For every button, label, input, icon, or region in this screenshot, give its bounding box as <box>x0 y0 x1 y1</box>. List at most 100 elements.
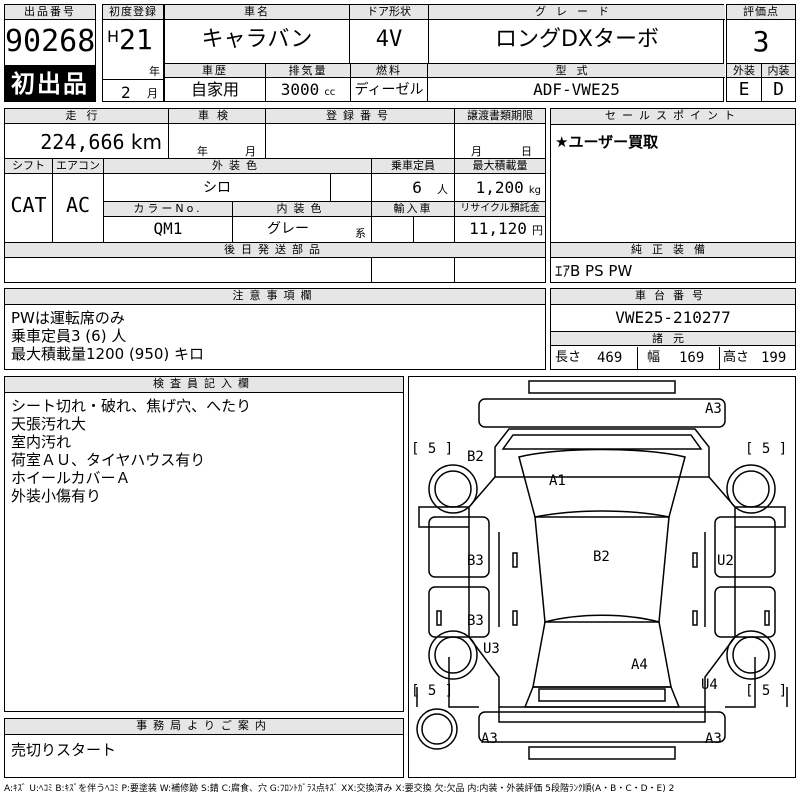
mark-a1-hood: A1 <box>549 473 566 489</box>
recycle-row: 11,120 円 <box>455 217 545 243</box>
model-value: ADF-VWE25 <box>533 80 620 99</box>
interior-grade: D <box>773 79 784 100</box>
damage-diagram: A3 B2 A1 B3 B2 U2 B3 U3 A4 U4 A3 A3 [ 5 … <box>408 376 796 778</box>
month-unit: 月 <box>147 87 158 100</box>
rating-box: 評価点 3 外装 内装 E D <box>726 4 796 102</box>
fuel-label: 燃料 <box>351 64 427 78</box>
displacement-unit: cc <box>324 87 336 98</box>
registration-month: 2 <box>121 83 131 102</box>
exterior-color-label: 外装色 <box>104 159 371 174</box>
inspection-label: 車検 <box>169 109 265 124</box>
mark-a3-front: A3 <box>705 401 722 417</box>
lot-number-label: 出品番号 <box>5 5 95 20</box>
sales-points-label: セールスポイント <box>551 109 795 125</box>
era-label: H <box>107 27 120 46</box>
length-value: 469 <box>597 350 623 366</box>
car-name: キャラバン <box>201 27 313 52</box>
shift-label: シフト <box>5 159 52 174</box>
shift-value: CAT <box>10 193 47 217</box>
inspector-box: 検査員記入欄 シート切れ・破れ、焦げ穴、へたり 天張汚れ大 室内汚れ 荷室ＡＵ、… <box>4 376 404 712</box>
chassis-box: 車台番号 VWE25-210277 諸元 長さ 469 幅 169 高さ 199 <box>550 288 796 370</box>
capacity-row: 6 人 <box>372 175 454 203</box>
sales-points-box: セールスポイント ★ユーザー買取 純正装備 ｴｱB PS PW <box>550 108 796 283</box>
history-label: 車歴 <box>165 64 265 78</box>
inspection-year-unit: 年 <box>197 145 208 158</box>
inspector-label: 検査員記入欄 <box>5 377 403 393</box>
dims-row: 長さ 469 幅 169 高さ 199 <box>551 347 795 369</box>
displacement-row: 3000 cc <box>266 79 350 104</box>
first-registration-box: 初度登録 H 21 年 2 月 <box>102 4 164 102</box>
rating-label: 評価点 <box>727 5 795 20</box>
inspector-line: シート切れ・破れ、焦げ穴、へたり <box>11 397 252 415</box>
color-no-value: QM1 <box>153 219 183 238</box>
registration-year: 21 <box>119 23 153 56</box>
transfer-month-unit: 月 <box>471 145 482 158</box>
capacity-label: 乗車定員 <box>372 159 454 174</box>
chassis-label: 車台番号 <box>551 289 795 305</box>
notes-line: 乗車定員3 (6) 人 <box>11 327 127 345</box>
recycle-unit: 円 <box>532 224 543 237</box>
interior-grade-label: 内装 <box>762 64 795 78</box>
displacement-value: 3000 <box>280 80 320 99</box>
grade-label: グレード <box>429 5 725 20</box>
mileage-row: 224,666 km <box>5 127 168 157</box>
doors-label: ドア形状 <box>350 5 428 20</box>
transfer-day-unit: 日 <box>521 145 532 158</box>
recycle-label: リサイクル預託金 <box>455 202 545 217</box>
mark-a4-rear: A4 <box>631 657 648 673</box>
car-name-label: 車名 <box>165 5 349 20</box>
mark-a3-rear-right: A3 <box>705 731 722 747</box>
interior-color-value: グレー <box>267 221 309 237</box>
capacity-unit: 人 <box>437 183 448 196</box>
mark-u3-left: U3 <box>483 641 500 657</box>
capacity-value: 6 <box>412 178 422 197</box>
inspector-line: 外装小傷有り <box>11 487 102 505</box>
displacement-label: 排気量 <box>266 64 350 78</box>
ac-value: AC <box>65 193 91 217</box>
mileage-unit: km <box>130 130 162 154</box>
car-outline <box>416 380 788 760</box>
exterior-grade: E <box>738 79 750 100</box>
interior-color-unit: 系 <box>355 227 366 240</box>
length-label: 長さ <box>555 350 582 365</box>
first-registration-label: 初度登録 <box>103 5 163 20</box>
width-value: 169 <box>679 350 705 366</box>
mark-b2-roof: B2 <box>593 549 610 565</box>
notes-label: 注意事項欄 <box>5 289 545 305</box>
mark-u4-right: U4 <box>701 677 718 693</box>
height-label: 高さ <box>723 350 750 365</box>
max-load-label: 最大積載量 <box>455 159 545 174</box>
mark-a3-rear-left: A3 <box>481 731 498 747</box>
tire-rating-front-right: [ 5 ] <box>745 441 788 457</box>
mark-b3-left-lower: B3 <box>467 613 484 629</box>
history-value: 自家用 <box>190 80 239 99</box>
import-label: 輸入車 <box>372 202 454 217</box>
chassis-number: VWE25-210277 <box>615 308 731 327</box>
transfer-label: 譲渡書類期限 <box>455 109 545 124</box>
notes-box: 注意事項欄 PWは運転席のみ 乗車定員3 (6) 人 最大積載量1200 (95… <box>4 288 546 370</box>
tire-rating-rear-right: [ 5 ] <box>745 683 788 699</box>
height-value: 199 <box>761 350 787 366</box>
max-load-row: 1,200 kg <box>455 175 545 204</box>
tire-rating-front-left: [ 5 ] <box>411 441 454 457</box>
max-load-value: 1,200 <box>475 178 524 197</box>
inspector-line: 天張汚れ大 <box>11 415 87 433</box>
inspector-line: ホイールカバーＡ <box>11 469 131 487</box>
tire-rating-rear-left: [ 5 ] <box>411 683 454 699</box>
later-parts-label: 後日発送部品 <box>5 243 545 258</box>
inspection-month-unit: 月 <box>245 145 256 158</box>
ac-label: エアコン <box>53 159 103 174</box>
mileage-value: 224,666 <box>40 130 125 154</box>
interior-color-label: 内装色 <box>233 202 371 217</box>
max-load-unit: kg <box>528 185 541 196</box>
mark-u2-right: U2 <box>717 553 734 569</box>
equipment-label: 純正装備 <box>551 243 795 258</box>
inspector-lines: シート切れ・破れ、焦げ穴、へたり 天張汚れ大 室内汚れ 荷室ＡＵ、タイヤハウス有… <box>11 397 251 505</box>
mark-b3-left-upper: B3 <box>467 553 484 569</box>
lot-number: 90268 <box>5 24 96 59</box>
office-text: 売切りスタート <box>11 741 117 759</box>
vehicle-details-box: 走行 車検 登録番号 譲渡書類期限 224,666 km 年 月 月 日 シフト… <box>4 108 546 283</box>
model-label: 型式 <box>428 64 725 78</box>
notes-lines: PWは運転席のみ 乗車定員3 (6) 人 最大積載量1200 (950) キロ <box>11 309 204 363</box>
office-label: 事務局よりご案内 <box>5 719 403 735</box>
